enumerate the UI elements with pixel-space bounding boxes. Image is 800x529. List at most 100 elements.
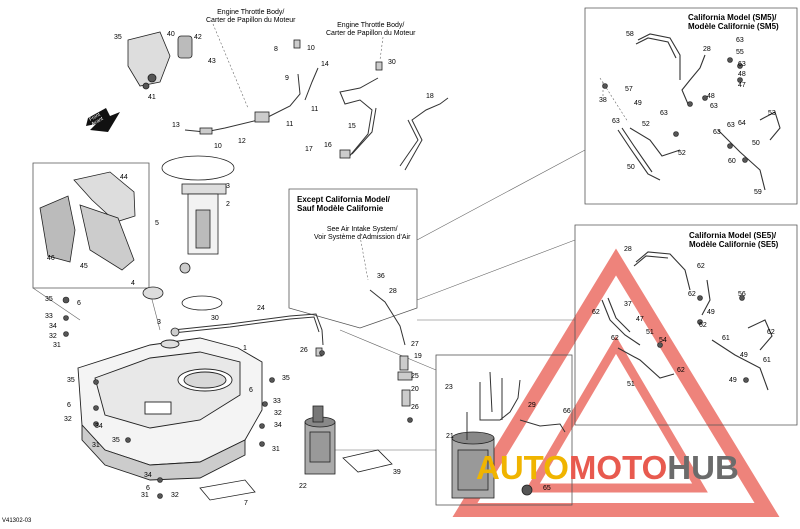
callout: 19: [414, 353, 422, 360]
callout: 35: [112, 437, 120, 444]
callout: 6: [77, 300, 81, 307]
callout: 60: [728, 158, 736, 165]
canister-lower: [451, 431, 533, 499]
callout: 16: [324, 142, 332, 149]
watermark-moto: MOTO: [568, 449, 668, 486]
callout: 46: [47, 255, 55, 262]
header-line: Modèle Californie (SE5): [689, 240, 779, 249]
callout: 35: [114, 34, 122, 41]
callout: 62: [677, 367, 685, 374]
callout: 6: [146, 485, 150, 492]
callout: 65: [543, 485, 551, 492]
callout: 30: [211, 315, 219, 322]
hardware-parts: [62, 57, 749, 499]
callout: 61: [763, 357, 771, 364]
callout: 30: [388, 59, 396, 66]
callout: 63: [727, 122, 735, 129]
callout: 26: [411, 404, 419, 411]
header-line: Voir Système d'Admission d'Air: [314, 234, 411, 241]
callout: 50: [627, 164, 635, 171]
callout: 62: [699, 322, 707, 329]
callout: 63: [738, 61, 746, 68]
header-line: Sauf Modèle Californie: [297, 204, 384, 213]
callout: 31: [272, 446, 280, 453]
callout: 55: [736, 49, 744, 56]
callout: 22: [299, 483, 307, 490]
callout: 35: [67, 377, 75, 384]
callout: 35: [45, 296, 53, 303]
watermark: AUTOMOTOHUB: [476, 451, 739, 485]
hoses: [172, 67, 566, 440]
header-except-california: Except California Model/ Sauf Modèle Cal…: [297, 195, 390, 213]
callout: 50: [752, 140, 760, 147]
callout: 58: [626, 31, 634, 38]
callout: 34: [49, 323, 57, 330]
callout: 52: [678, 150, 686, 157]
callout: 29: [528, 402, 536, 409]
callout: 66: [563, 408, 571, 415]
callout: 37: [624, 301, 632, 308]
callout: 49: [634, 100, 642, 107]
callout: 31: [92, 442, 100, 449]
callout: 51: [627, 381, 635, 388]
callout: 64: [738, 120, 746, 127]
watermark-hub: HUB: [667, 449, 739, 486]
callout: 2: [226, 201, 230, 208]
header-line: Engine Throttle Body/: [217, 9, 285, 16]
callout: 12: [238, 138, 246, 145]
callout: 42: [194, 34, 202, 41]
heat-shields: [39, 171, 136, 271]
callout: 36: [377, 273, 385, 280]
callout: 63: [713, 129, 721, 136]
header-line: Engine Throttle Body/: [337, 22, 405, 29]
header-california-sm5: California Model (SM5)/ Modèle Californi…: [688, 13, 779, 31]
callout: 59: [754, 189, 762, 196]
callout: 48: [738, 71, 746, 78]
callout: 31: [141, 492, 149, 499]
header-line: Carter de Papillon du Moteur: [326, 30, 416, 37]
callout: 62: [767, 329, 775, 336]
header-air-intake: See Air Intake System/ Voir Système d'Ad…: [314, 226, 410, 242]
callout: 21: [446, 433, 454, 440]
callout: 32: [49, 333, 57, 340]
callout: 3: [157, 319, 161, 326]
callout: 63: [660, 110, 668, 117]
callout: 63: [710, 103, 718, 110]
header-throttle-body-top: Engine Throttle Body/ Carter de Papillon…: [206, 9, 296, 25]
callout: 18: [426, 93, 434, 100]
callout: 27: [411, 341, 419, 348]
callout: 10: [214, 143, 222, 150]
mounting-bracket: [127, 31, 193, 90]
callout: 23: [445, 384, 453, 391]
callout: 24: [257, 305, 265, 312]
callout: 62: [688, 291, 696, 298]
callout: 17: [305, 146, 313, 153]
callout: 15: [348, 123, 356, 130]
callout: 49: [729, 377, 737, 384]
callout: 48: [707, 93, 715, 100]
front-arrow: [86, 108, 120, 132]
diagram-code: V41302-03: [2, 518, 32, 524]
fuel-pump-module: [161, 155, 235, 311]
callout: 49: [707, 309, 715, 316]
callout: 40: [167, 31, 175, 38]
callout: 47: [738, 82, 746, 89]
fuel-tank: [77, 337, 263, 481]
callout: 10: [307, 45, 315, 52]
callout: 52: [642, 121, 650, 128]
callout: 28: [703, 46, 711, 53]
callout: 11: [286, 121, 294, 128]
callout: 62: [611, 335, 619, 342]
watermark-triangle: [452, 248, 780, 517]
tank-pad: [199, 479, 256, 501]
california-sm5-frame: [584, 7, 798, 205]
callout: 32: [171, 492, 179, 499]
callout: 11: [311, 106, 319, 113]
callout: 4: [131, 280, 135, 287]
callout: 57: [625, 86, 633, 93]
callout: 45: [80, 263, 88, 270]
callout: 20: [411, 386, 419, 393]
callout: 53: [768, 110, 776, 117]
callout: 51: [646, 329, 654, 336]
callout: 49: [740, 352, 748, 359]
